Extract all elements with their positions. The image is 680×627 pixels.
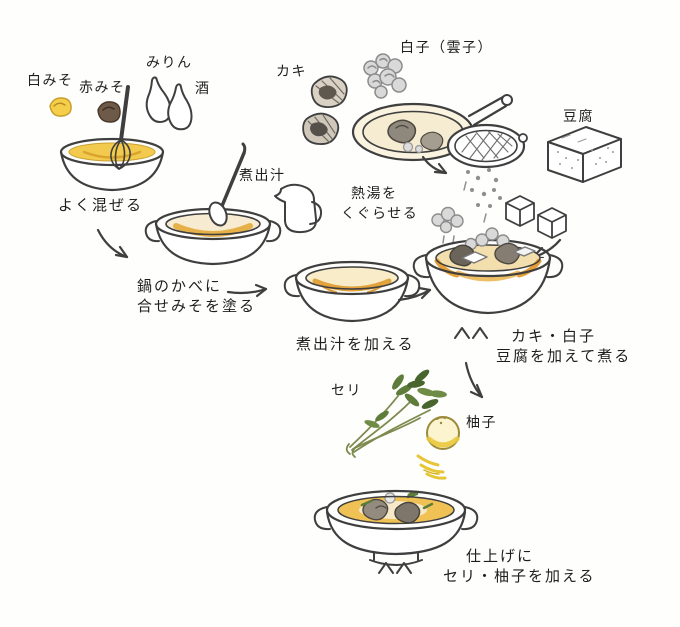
label-shiro-miso: 白みそ xyxy=(27,73,74,89)
label-step-wall-1: 鍋のかべに xyxy=(137,277,223,295)
tofu-cubes-illustration xyxy=(505,195,567,239)
label-step-finish-1: 仕上げに xyxy=(466,547,535,565)
strainer-illustration xyxy=(446,123,528,169)
steam-marks-simmer xyxy=(454,327,488,339)
miso-blobs-illustration xyxy=(49,97,121,123)
seri-illustration xyxy=(345,369,447,458)
dashi-bowl-illustration xyxy=(283,260,421,323)
hot-water-drops xyxy=(463,168,502,223)
label-sake: 酒 xyxy=(195,81,211,97)
simmer-pot-contents xyxy=(449,227,536,267)
label-seri: セリ xyxy=(331,383,362,399)
oysters-illustration xyxy=(302,75,348,145)
final-pot-contents xyxy=(360,491,434,524)
label-step-simmer-2: 豆腐を加えて煮る xyxy=(496,347,632,365)
yuzu-illustration xyxy=(426,416,460,450)
whisk-icon xyxy=(110,85,131,170)
label-aka-miso: 赤みそ xyxy=(79,80,126,96)
label-kaki: カキ xyxy=(276,64,307,80)
bottles-illustration xyxy=(145,76,193,131)
spoon-icon xyxy=(208,142,247,227)
arrow-pot-to-dashi-bowl xyxy=(226,283,268,298)
final-pot-illustration xyxy=(313,489,479,566)
shirako-illustration xyxy=(363,53,407,99)
label-blanch-1: 熱湯を xyxy=(351,186,398,202)
steam-marks-final xyxy=(378,562,412,574)
label-blanch-2: くぐらせる xyxy=(341,206,419,222)
label-step-mix: よく混ぜる xyxy=(58,196,144,214)
miso-pot-illustration xyxy=(144,142,282,266)
label-mirin: みりん xyxy=(146,55,193,71)
tofu-block-illustration xyxy=(547,126,622,183)
label-step-wall-2: 合せみそを塗る xyxy=(137,297,257,315)
dipped-shirako-illustration xyxy=(431,206,464,244)
label-step-simmer-1: カキ・白子 xyxy=(511,327,597,345)
arrow-simmer-to-finish xyxy=(464,361,484,399)
label-dashi: 煮出汁 xyxy=(239,168,286,184)
mixing-bowl-illustration xyxy=(59,85,165,192)
frying-pan-illustration xyxy=(351,94,513,162)
dashi-pitcher-illustration xyxy=(274,183,323,234)
arrow-mix-to-pot xyxy=(96,228,129,259)
arrow-dashi-to-simmer xyxy=(397,286,432,302)
arrow-pan-to-strainer xyxy=(421,155,448,175)
yuzu-zest-strokes xyxy=(416,454,447,480)
label-step-finish-2: セリ・柚子を加える xyxy=(443,567,596,585)
label-step-add-dashi: 煮出汁を加える xyxy=(296,335,415,353)
label-shirako: 白子（雲子） xyxy=(400,40,493,56)
simmer-pot-illustration xyxy=(412,227,564,315)
label-tofu: 豆腐 xyxy=(563,109,594,125)
label-yuzu: 柚子 xyxy=(466,415,497,431)
